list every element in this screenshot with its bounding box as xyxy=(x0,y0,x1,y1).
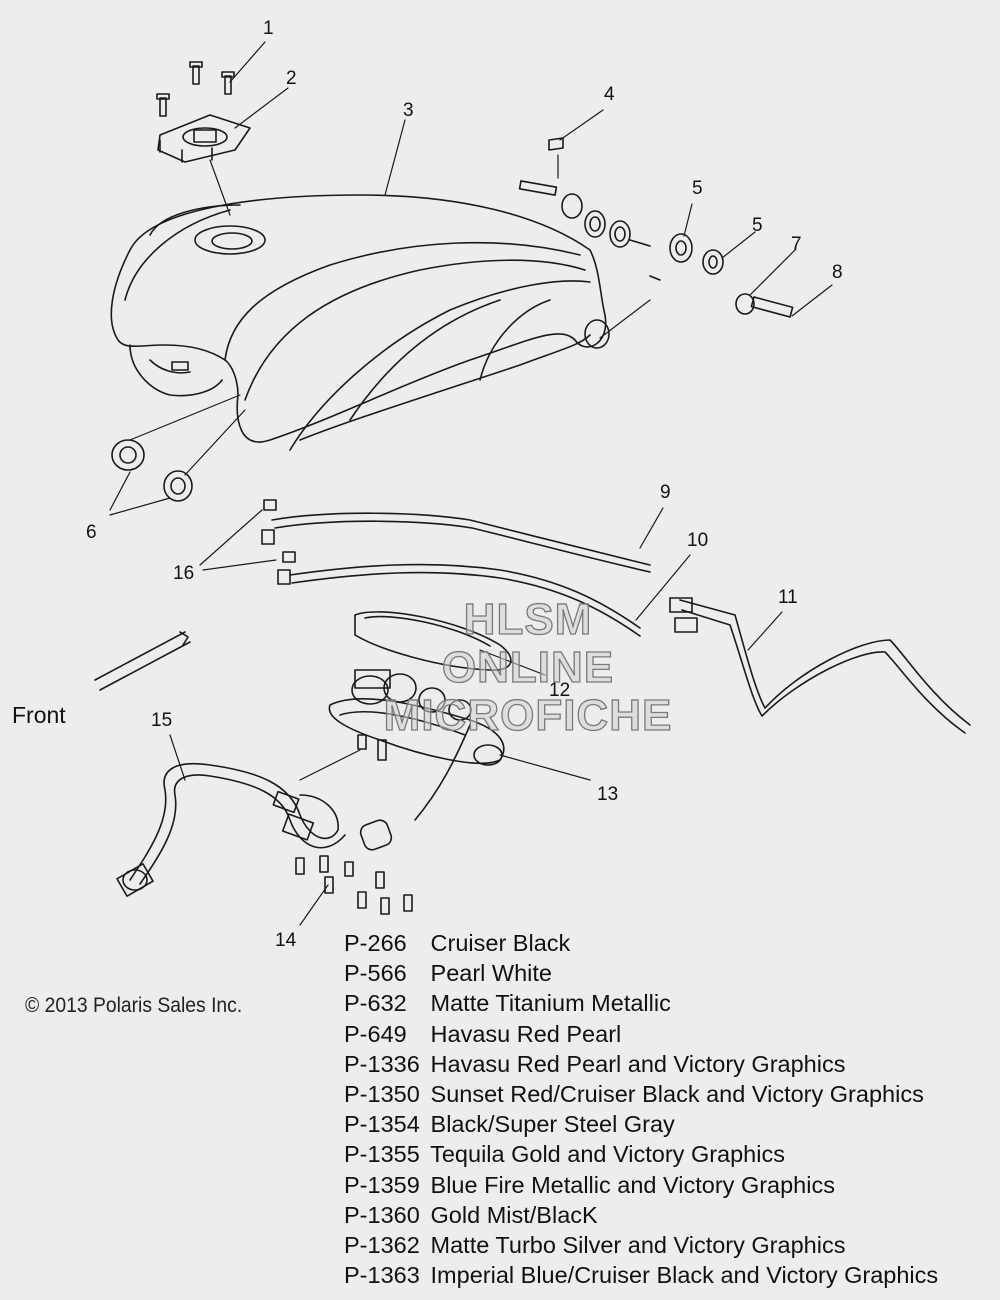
color-name: Gold Mist/BlacK xyxy=(430,1201,598,1228)
callout-11: 11 xyxy=(778,587,798,608)
color-name: Cruiser Black xyxy=(430,930,571,956)
color-name: Blue Fire Metallic and Victory Graphics xyxy=(430,1171,835,1198)
color-code: P-1354 xyxy=(344,1111,420,1138)
color-item: P-649 Havasu Red Pearl xyxy=(344,1019,938,1049)
callout-7: 7 xyxy=(791,234,802,255)
color-item: P-1359 Blue Fire Metallic and Victory Gr… xyxy=(344,1170,938,1200)
color-name: Sunset Red/Cruiser Black and Victory Gra… xyxy=(430,1080,924,1107)
fuel-tank xyxy=(110,194,610,451)
grommets xyxy=(111,439,193,502)
color-code: P-1360 xyxy=(344,1201,420,1228)
watermark-line-2: ONLINE xyxy=(441,643,615,692)
color-item: P-1354 Black/Super Steel Gray xyxy=(344,1109,938,1139)
color-code: P-649 xyxy=(344,1020,407,1047)
hoses-9-10 xyxy=(261,499,651,637)
callout-9: 9 xyxy=(660,482,671,503)
callout-5-a: 5 xyxy=(692,178,703,199)
color-code: P-1336 xyxy=(344,1050,420,1077)
copyright-notice: © 2013 Polaris Sales Inc. xyxy=(25,994,243,1017)
color-code: P-266 xyxy=(344,930,407,956)
color-code: P-632 xyxy=(344,990,407,1017)
front-label: Front xyxy=(12,702,66,728)
color-item: P-1336 Havasu Red Pearl and Victory Grap… xyxy=(344,1049,938,1079)
color-name: Havasu Red Pearl xyxy=(430,1020,622,1047)
paint-color-list: P-266 Cruiser Black P-566 Pearl White P-… xyxy=(344,928,938,1290)
color-item: P-1362 Matte Turbo Silver and Victory Gr… xyxy=(344,1230,938,1260)
color-name: Havasu Red Pearl and Victory Graphics xyxy=(430,1050,846,1077)
color-code: P-566 xyxy=(344,960,407,987)
color-item: P-632 Matte Titanium Metallic xyxy=(344,988,938,1018)
callout-12: 12 xyxy=(549,680,571,701)
color-item: P-1360 Gold Mist/BlacK xyxy=(344,1200,938,1230)
callout-10: 10 xyxy=(687,530,709,551)
callout-14: 14 xyxy=(275,930,297,951)
callout-5-b: 5 xyxy=(752,215,763,236)
watermark-line-1: HLSM xyxy=(463,595,593,644)
callout-8: 8 xyxy=(832,262,843,283)
color-item: P-266 Cruiser Black xyxy=(344,928,938,958)
color-item: P-566 Pearl White xyxy=(344,958,938,988)
color-name: Pearl White xyxy=(430,960,552,987)
color-item: P-1355 Tequila Gold and Victory Graphics xyxy=(344,1139,938,1169)
fuel-line xyxy=(116,763,346,897)
vent-hose xyxy=(669,597,971,734)
color-item: P-1350 Sunset Red/Cruiser Black and Vict… xyxy=(344,1079,938,1109)
screws-14 xyxy=(295,855,413,915)
fuel-pump xyxy=(328,669,505,851)
callout-16: 16 xyxy=(173,563,195,584)
callout-3: 3 xyxy=(403,100,414,121)
callout-1: 1 xyxy=(263,18,274,39)
color-code: P-1355 xyxy=(344,1141,420,1168)
color-name: Tequila Gold and Victory Graphics xyxy=(430,1141,785,1168)
color-code: P-1363 xyxy=(344,1262,420,1289)
mount-hardware xyxy=(518,137,794,318)
gasket xyxy=(354,611,512,671)
color-code: P-1350 xyxy=(344,1080,420,1107)
fuel-cap xyxy=(157,114,251,163)
callout-15: 15 xyxy=(151,710,173,731)
color-name: Matte Turbo Silver and Victory Graphics xyxy=(430,1231,846,1258)
watermark-line-3: MICROFICHE xyxy=(383,691,673,740)
front-arrow xyxy=(94,631,191,691)
color-item: P-1363 Imperial Blue/Cruiser Black and V… xyxy=(344,1260,938,1290)
color-code: P-1362 xyxy=(344,1231,420,1258)
callout-4: 4 xyxy=(604,84,615,105)
callout-2: 2 xyxy=(286,68,297,89)
color-name: Matte Titanium Metallic xyxy=(430,990,671,1017)
leader-lines xyxy=(109,41,833,926)
watermark: HLSM ONLINE MICROFICHE xyxy=(368,595,688,740)
color-name: Imperial Blue/Cruiser Black and Victory … xyxy=(430,1262,939,1289)
callout-13: 13 xyxy=(597,784,619,805)
color-name: Black/Super Steel Gray xyxy=(430,1111,675,1138)
cap-screws xyxy=(156,61,235,117)
color-code: P-1359 xyxy=(344,1171,420,1198)
callout-6: 6 xyxy=(86,522,97,543)
